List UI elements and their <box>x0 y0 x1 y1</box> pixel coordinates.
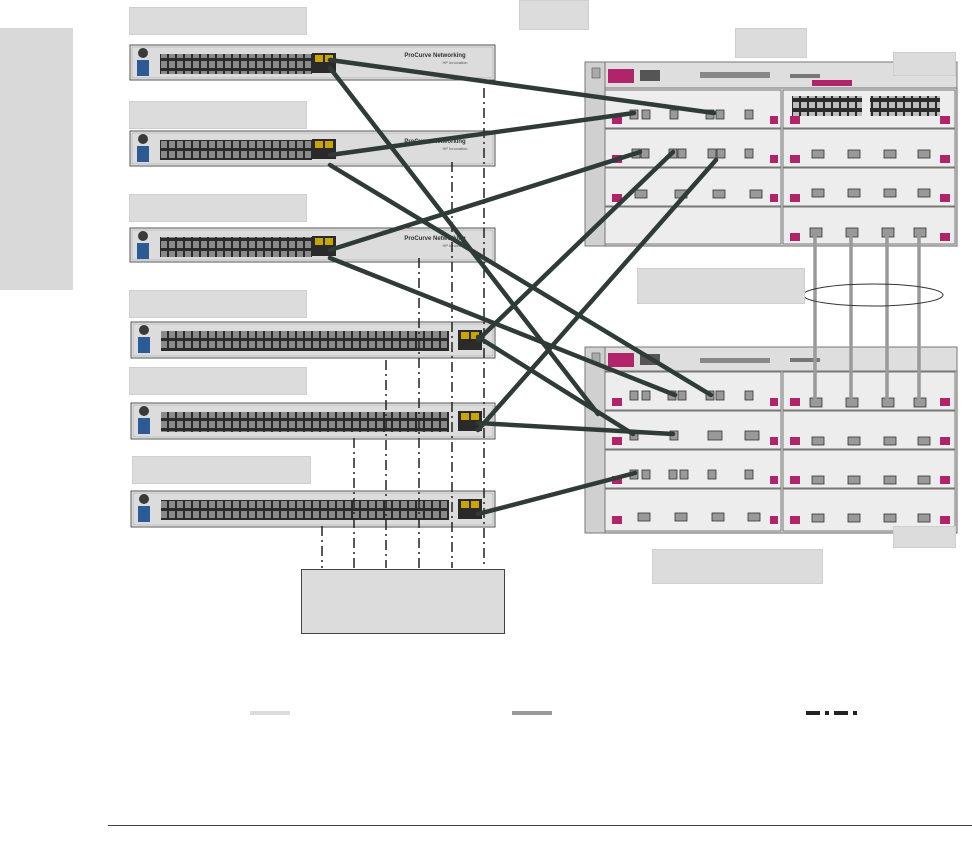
chassis-mesh-label <box>637 268 805 304</box>
switch-brand-text: ProCurve Networking <box>404 53 466 59</box>
switch-5 <box>130 402 496 440</box>
switch-sub-text: HP Innovation <box>442 60 467 65</box>
chassis-bottom-corner-label <box>893 526 956 548</box>
switch-2-label <box>129 101 307 129</box>
switch-4 <box>130 321 496 359</box>
core-chassis-top <box>584 61 958 247</box>
core-chassis-bottom <box>584 346 958 534</box>
switch-3-label <box>129 194 307 222</box>
hp-logo-icon <box>139 325 149 335</box>
hp-logo-icon <box>139 406 149 416</box>
chassis-bottom-label <box>652 549 823 584</box>
switch-1-label <box>129 7 307 35</box>
backbone-cables <box>327 57 719 517</box>
chapter-side-tab <box>0 28 73 290</box>
switch-brand-text: ProCurve Networking <box>404 236 466 242</box>
hp-logo-icon <box>138 48 148 58</box>
switch-5-label <box>129 367 307 395</box>
hp-logo-icon <box>138 231 148 241</box>
mesh-ellipse <box>802 283 944 307</box>
switch-sub-text: HP Innovation <box>442 243 467 248</box>
switch-6 <box>130 490 496 528</box>
hp-logo-icon <box>139 494 149 504</box>
switch-sub-text: HP Innovation <box>442 146 467 151</box>
switch-4-label <box>129 290 307 318</box>
switch-6-label <box>132 456 311 484</box>
dashed-lines <box>321 88 485 568</box>
footer-rule <box>108 825 972 826</box>
mesh-note-box <box>301 569 505 634</box>
chassis-top-label <box>735 28 807 58</box>
top-center-label <box>519 0 589 30</box>
mesh-links <box>813 236 921 400</box>
chassis-top-corner-label <box>893 52 956 76</box>
hp-logo-icon <box>138 134 148 144</box>
